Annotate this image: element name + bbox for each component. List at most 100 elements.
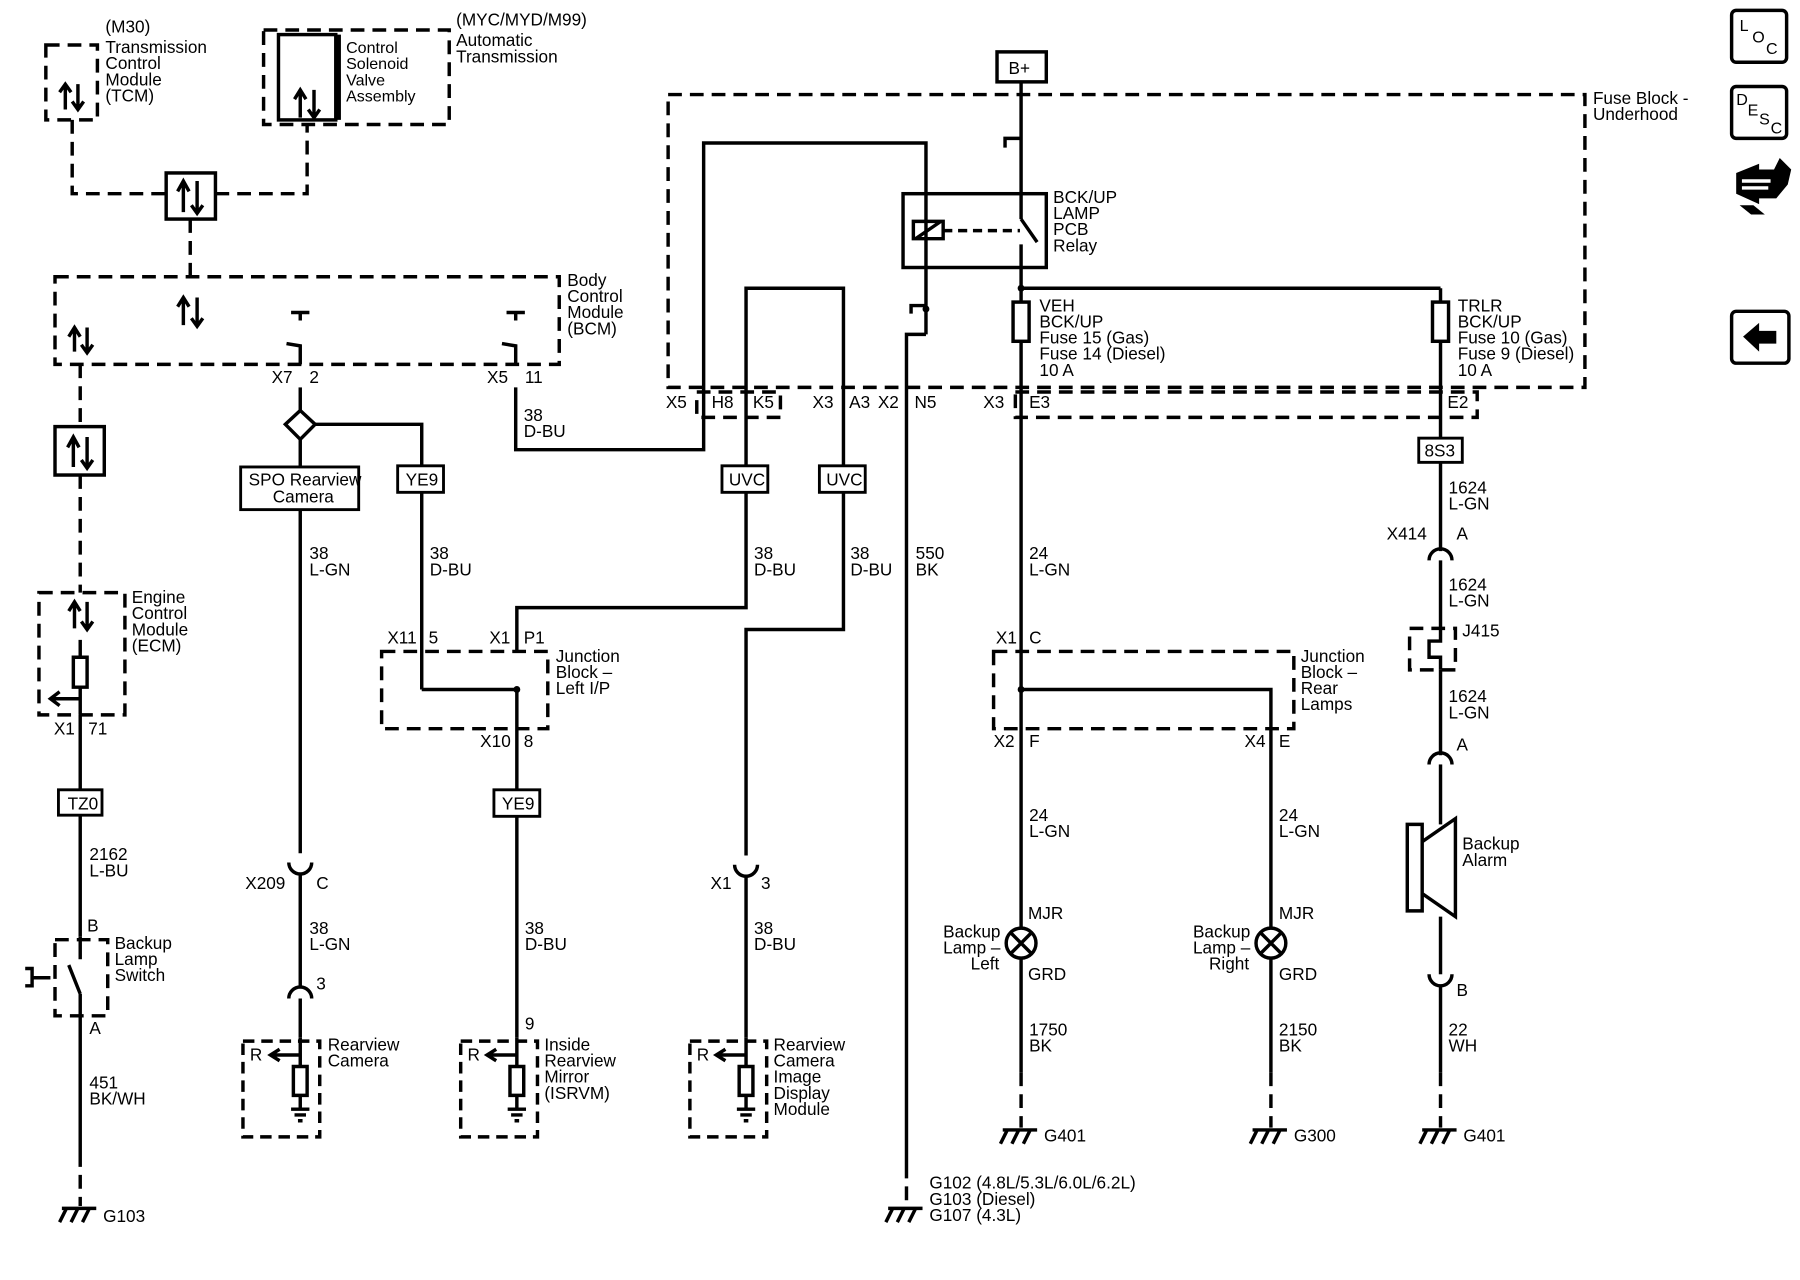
wire-disp-circuit: 38: [754, 918, 773, 938]
back-arrow-icon: [1743, 322, 1777, 352]
jbr-pin-e: E: [1279, 731, 1290, 751]
jbl-conn-x10: X10: [480, 731, 511, 751]
tcm-label-2: Control: [105, 53, 160, 73]
alarm-connector-a: [1427, 751, 1454, 765]
lampr-grd: GRD: [1279, 964, 1317, 984]
ground-icon: [1248, 1128, 1287, 1145]
bcm-switch-x5: [501, 310, 525, 365]
wire-lampl-color: L-GN: [1029, 821, 1070, 841]
camera-r-label: R: [250, 1045, 262, 1065]
switch-label-3: Switch: [115, 965, 166, 985]
fb-pin-k5: K5: [753, 392, 774, 412]
display-label-2: Camera: [774, 1050, 836, 1070]
tcm-label-4: (TCM): [105, 85, 154, 105]
conn-x414-label: X414: [1387, 524, 1428, 544]
camera-label-1: Rearview: [328, 1034, 400, 1054]
conn-x209-label: X209: [245, 873, 285, 893]
wire-2150-color: BK: [1279, 1035, 1302, 1055]
wire-1624-color-1: L-GN: [1449, 494, 1490, 514]
engine-control-module: Engine Control Module (ECM) X1 71: [37, 587, 188, 738]
ground-g103: G103: [103, 1206, 145, 1226]
loc-c: C: [1766, 40, 1778, 58]
backup-lamp-relay: BCK/UP LAMP PCB Relay: [901, 187, 1117, 289]
fb-label-1: Fuse Block -: [1593, 88, 1688, 108]
wire-1750-circuit: 1750: [1029, 1019, 1067, 1039]
display-label-3: Image: [774, 1067, 822, 1087]
trlr-fuse-label-1: TRLR: [1458, 295, 1503, 315]
wire-uvc1-circuit: 38: [754, 543, 773, 563]
jbr-conn-x2: X2: [994, 731, 1015, 751]
wire-uvc2-color: D-BU: [850, 559, 892, 579]
valve-label-2: Solenoid: [346, 55, 408, 73]
display-label-5: Module: [774, 1099, 830, 1119]
conn-x414-pin: A: [1457, 524, 1469, 544]
jbr-conn-x4: X4: [1245, 731, 1266, 751]
wire-uvc2-circuit: 38: [850, 543, 869, 563]
fb-conn-x3b: X3: [983, 392, 1004, 412]
alarm-connector-b: [1427, 974, 1454, 988]
wire-22-circuit: 22: [1449, 1019, 1468, 1039]
serial-data-icon: [58, 81, 86, 113]
backup-lamp-left: MJR GRD Backup Lamp – Left: [943, 903, 1066, 984]
isrvm-label-1: Inside: [544, 1034, 590, 1054]
trans-option: (MYC/MYD/M99): [456, 9, 587, 29]
lampr-mjr: MJR: [1279, 903, 1314, 923]
lampl-label-2: Lamp –: [943, 937, 1001, 957]
option-spo-camera-badge: [239, 465, 361, 512]
automatic-transmission: (MYC/MYD/M99) Automatic Transmission Con…: [261, 9, 587, 127]
ground-main-3: G107 (4.3L): [929, 1205, 1021, 1225]
ecm-label-2: Control: [132, 603, 187, 623]
relay-label-2: LAMP: [1053, 203, 1100, 223]
wire-cam-circuit: 38: [309, 918, 328, 938]
isrvm-label-3: Mirror: [544, 1067, 589, 1087]
veh-fuse-label-3: Fuse 15 (Gas): [1039, 328, 1149, 348]
wire-ye9-circuit: 38: [430, 543, 449, 563]
ground-g401-left: G401: [1044, 1125, 1086, 1145]
spo-label-2: Camera: [273, 487, 335, 507]
wire-veh-circuit: 24: [1029, 543, 1049, 563]
service-procedure-icon[interactable]: [1736, 157, 1792, 215]
serial-data-splice-2: [53, 424, 107, 477]
alarm-pin-b: B: [1457, 980, 1468, 1000]
serial-data-icon: [176, 294, 205, 330]
lampr-label-1: Backup: [1193, 921, 1250, 941]
back-arrow-button[interactable]: [1729, 309, 1791, 365]
fb-conn-x3a: X3: [813, 392, 834, 412]
description-button[interactable]: D E S C: [1729, 84, 1789, 141]
bcm-label-1: Body: [567, 270, 607, 290]
bcm-label-3: Module: [567, 302, 623, 322]
option-uvc-label-1: UVC: [729, 469, 765, 489]
trlr-fuse-label-3: Fuse 10 (Gas): [1458, 328, 1568, 348]
backup-lamp-switch: Backup Lamp Switch: [25, 933, 172, 1018]
trans-label-1: Automatic: [456, 30, 533, 50]
backup-lamp-right: MJR GRD Backup Lamp – Right: [1193, 903, 1317, 984]
tcm-option: (M30): [105, 16, 150, 36]
ecm-conn-x1: X1: [54, 718, 75, 738]
wire-451-circuit: 451: [89, 1072, 118, 1092]
alarm-label-2: Alarm: [1462, 850, 1507, 870]
fb-pin-h8: H8: [712, 392, 734, 412]
jbr-pin-f: F: [1029, 731, 1039, 751]
wire-spo-circuit: 38: [309, 543, 328, 563]
wire-550-circuit: 550: [916, 543, 945, 563]
switch-label-2: Lamp: [115, 949, 158, 969]
wire-1624-circuit-3: 1624: [1449, 686, 1488, 706]
jbl-label-1: Junction: [556, 646, 620, 666]
bcm-label-4: (BCM): [567, 318, 617, 338]
tcm-label-1: Transmission: [105, 37, 207, 57]
fb-label-2: Underhood: [1593, 104, 1678, 124]
desc-d: D: [1736, 91, 1748, 109]
isrvm-pin-9: 9: [525, 1014, 535, 1034]
wire-550-color: BK: [916, 559, 939, 579]
isrvm-label-2: Rearview: [544, 1050, 616, 1070]
wire-22-color: WH: [1449, 1035, 1478, 1055]
ecm-label-4: (ECM): [132, 635, 182, 655]
ground-g300: G300: [1294, 1125, 1336, 1145]
connector-x1-display: [732, 864, 760, 878]
switch-label-1: Backup: [115, 933, 172, 953]
serial-data-icon: [176, 177, 205, 217]
fb-conn-x2: X2: [878, 392, 899, 412]
location-button[interactable]: L O C: [1729, 8, 1789, 64]
camera-connector: [287, 985, 314, 999]
connector-x414: [1427, 547, 1454, 561]
